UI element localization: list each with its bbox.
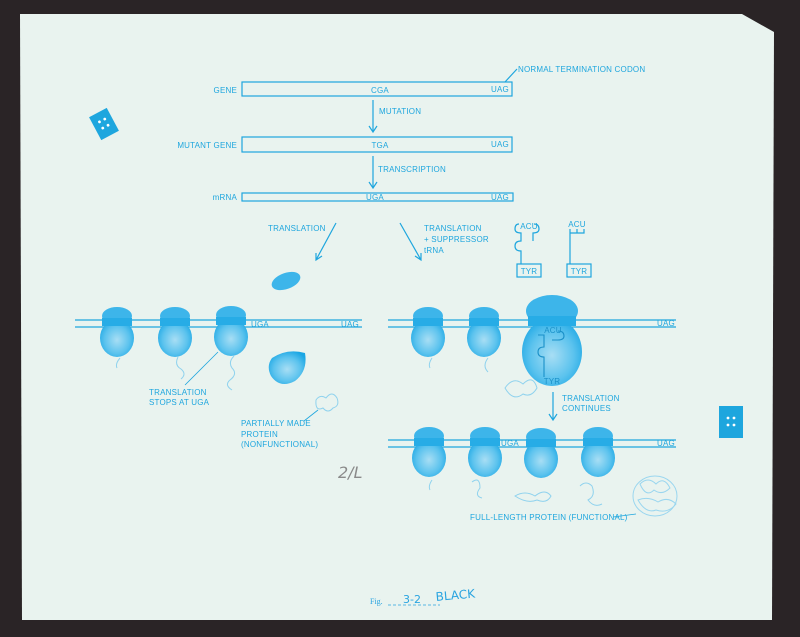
trna2-anticodon: ACU	[568, 220, 586, 229]
ribosome	[214, 306, 248, 356]
left-stop: UAG	[341, 320, 359, 329]
nascent-peptide	[428, 479, 603, 506]
partial-line3: (NONFUNCTIONAL)	[241, 440, 318, 449]
ribosome	[412, 427, 446, 477]
ribosome	[411, 307, 445, 357]
trna1-aa: TYR	[521, 267, 538, 276]
fig-prefix: Fig.	[370, 597, 383, 606]
registration-mark-right	[719, 406, 743, 438]
normal-termination-label: NORMAL TERMINATION CODON	[518, 65, 645, 74]
gene-bar	[241, 81, 513, 97]
partial-protein	[315, 393, 339, 412]
fig-number: 3-2	[403, 593, 421, 606]
leader-line	[504, 68, 518, 83]
stops-line2: STOPS AT UGA	[149, 398, 210, 407]
translation-arrow	[315, 222, 337, 262]
nascent-peptide	[428, 357, 538, 398]
continues-line2: CONTINUES	[562, 404, 611, 413]
mutant-gene-bar	[241, 136, 513, 153]
mutant-stop: UAG	[491, 140, 509, 149]
right-bottom-stop: UAG	[657, 439, 675, 448]
released-large-subunit	[268, 351, 306, 385]
ribosome	[158, 307, 192, 357]
gene-stop: UAG	[491, 85, 509, 94]
mrna-stop: UAG	[491, 193, 509, 202]
continues-line1: TRANSLATION	[562, 394, 620, 403]
suppressor-trna-folded: ACU TYR	[514, 222, 542, 278]
right-top-stop: UAG	[657, 319, 675, 328]
full-length-label: FULL-LENGTH PROTEIN (FUNCTIONAL)	[470, 513, 628, 522]
fig-note: BLACK	[435, 587, 477, 604]
full-length-protein	[632, 475, 678, 517]
suppressor-line2: + SUPPRESSOR	[424, 235, 489, 244]
left-codon: UGA	[251, 320, 269, 329]
gene-codon: CGA	[371, 86, 389, 95]
ribosome	[524, 428, 558, 478]
ribosome	[468, 427, 502, 477]
translation-label: TRANSLATION	[268, 224, 326, 233]
ribosome-with-suppressor-trna: ACU TYR	[522, 295, 582, 386]
suppressor-line1: TRANSLATION	[424, 224, 482, 233]
partial-line1: PARTIALLY MADE	[241, 419, 311, 428]
paper-sheet	[20, 14, 774, 620]
gene-label: GENE	[214, 86, 237, 95]
stops-line1: TRANSLATION	[149, 388, 207, 397]
ribosome	[100, 307, 134, 357]
suppressor-arrow	[399, 222, 422, 262]
nascent-peptide	[115, 355, 236, 391]
ribosome-aa: TYR	[544, 377, 561, 386]
suppressor-line3: tRNA	[424, 246, 444, 255]
mrna-bar	[241, 192, 514, 202]
trna1-anticodon: ACU	[520, 222, 538, 231]
right-bottom-codon: UGA	[501, 439, 519, 448]
suppressor-trna-linear: ACU TYR	[566, 220, 592, 278]
transcription-label: TRANSCRIPTION	[378, 165, 446, 174]
partial-line2: PROTEIN	[241, 430, 278, 439]
mrna-label: mRNA	[213, 193, 238, 202]
pencil-note: 2/L	[338, 463, 362, 482]
leader-line	[303, 409, 319, 422]
mutation-arrow	[368, 100, 378, 134]
ribosome	[581, 427, 615, 477]
mutation-label: MUTATION	[379, 107, 421, 116]
leader-line	[612, 513, 637, 518]
mrna-codon: UGA	[366, 193, 384, 202]
ribosome	[467, 307, 501, 357]
transcription-arrow	[368, 156, 378, 190]
mutant-codon: TGA	[371, 141, 389, 150]
ribosome-anticodon: ACU	[544, 326, 562, 335]
released-small-subunit	[271, 271, 301, 291]
leader-line	[184, 351, 219, 386]
mutant-gene-label: MUTANT GENE	[177, 141, 237, 150]
trna2-aa: TYR	[571, 267, 588, 276]
registration-mark-left	[89, 107, 119, 141]
continues-arrow	[548, 392, 558, 422]
